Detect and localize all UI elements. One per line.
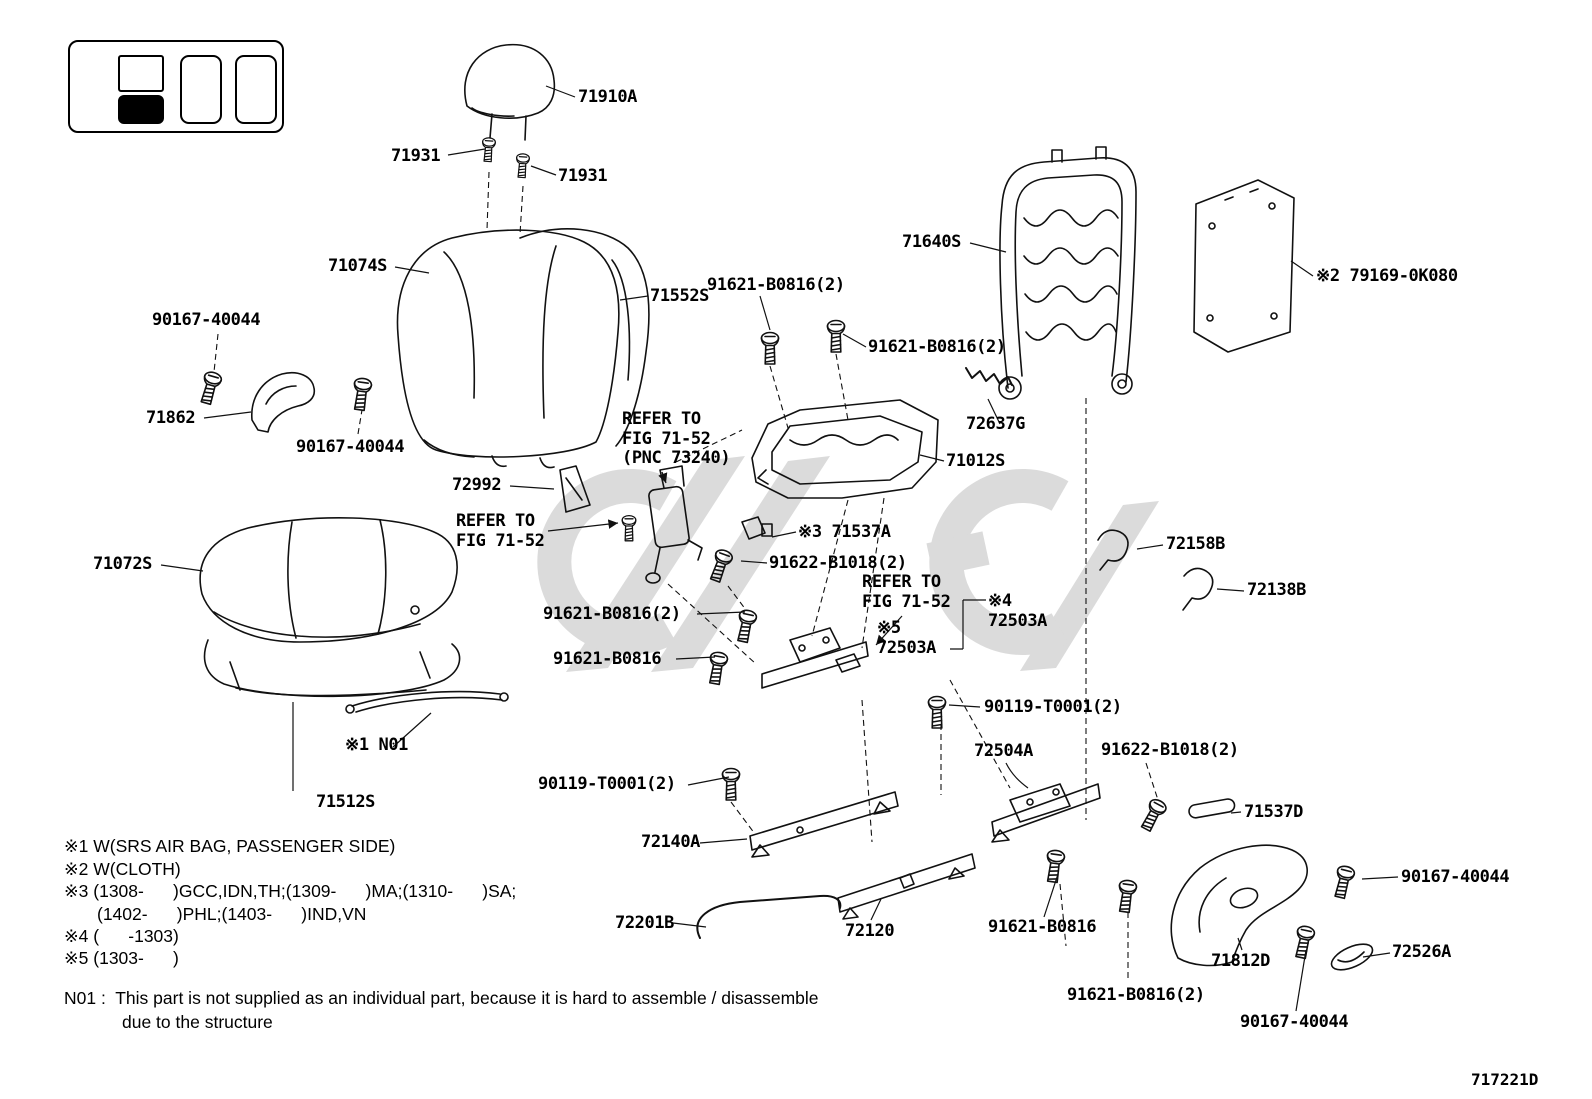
wedge-72992-drawing: [559, 465, 591, 513]
cushion-frame-pan-drawing: [751, 399, 939, 499]
dashed-assembly-lines: [213, 171, 1159, 982]
note-n01-line1: N01 : This part is not supplied as an in…: [64, 988, 819, 1008]
seat-position-legend: [68, 40, 284, 133]
rail-72504a-drawing: [991, 783, 1101, 843]
clip-72158b-drawing: [1097, 529, 1129, 571]
label-91621-b0816-6: 91621-B0816(2): [1067, 985, 1205, 1005]
cushion-drawing: [199, 517, 461, 698]
label-71512s: 71512S: [316, 792, 376, 812]
side-bracket-71862-drawing: [251, 372, 316, 433]
label-91621-b0816-4: 91621-B0816: [553, 649, 662, 669]
pin-71537d-drawing: [1188, 798, 1236, 819]
clip-72138b-drawing: [1182, 567, 1214, 611]
label-72503a-note4: ※4 72503A: [988, 591, 1048, 631]
label-71537d: 71537D: [1244, 802, 1304, 822]
spring-72637g-drawing: [965, 367, 1013, 386]
label-72992: 72992: [452, 475, 502, 495]
label-90167-40044-4: 90167-40044: [1240, 1012, 1349, 1032]
label-90167-40044-3: 90167-40044: [1401, 867, 1510, 887]
label-71012s: 71012S: [946, 451, 1006, 471]
cap-72526a-drawing: [1330, 943, 1374, 971]
label-90167-40044-1: 90167-40044: [152, 310, 261, 330]
seatback-frame-drawing: [998, 146, 1137, 400]
label-91622-b1018-2: 91622-B1018(2): [1101, 740, 1239, 760]
headrest-stay-drawings: [480, 136, 531, 179]
wire-harness-n01-drawing: [345, 690, 509, 714]
upper-rail-72503a-drawing: [761, 627, 869, 689]
label-72138b: 72138B: [1247, 580, 1307, 600]
label-91621-b0816-1: 91621-B0816(2): [707, 275, 845, 295]
belt-buckle-drawing: [645, 465, 703, 584]
footnote-2: ※2 W(CLOTH): [64, 859, 181, 879]
wire-72201b-drawing: [696, 894, 842, 939]
label-72201b: 72201B: [615, 913, 675, 933]
label-79169-0k080: ※2 79169-0K080: [1316, 266, 1458, 286]
label-72140a: 72140A: [641, 832, 701, 852]
footnote-4: ※4 ( -1303): [64, 926, 179, 946]
label-91621-b0816-3: 91621-B0816(2): [543, 604, 681, 624]
lower-rail-72140a-drawing: [749, 791, 899, 858]
label-71931-2: 71931: [558, 166, 608, 186]
footnote-5: ※5 (1303- ): [64, 948, 179, 968]
note-n01-line2: due to the structure: [122, 1012, 273, 1032]
label-90167-40044-2: 90167-40044: [296, 437, 405, 457]
label-91621-b0816-2: 91621-B0816(2): [868, 337, 1006, 357]
label-91622-b1018-1: 91622-B1018(2): [769, 553, 907, 573]
label-72120: 72120: [845, 921, 895, 941]
label-71931-1: 71931: [391, 146, 441, 166]
label-90119-t0001-2: 90119-T0001(2): [538, 774, 676, 794]
label-71552s: 71552S: [650, 286, 710, 306]
label-71862: 71862: [146, 408, 196, 428]
label-72503a-note5: ※5 72503A: [877, 618, 937, 658]
footnote-3-continued: (1402- )PHL;(1403- )IND,VN: [97, 904, 367, 924]
label-71910a: 71910A: [578, 87, 638, 107]
fastener-screws: [196, 319, 1357, 960]
seatback-cover-drawing: [396, 228, 650, 469]
label-72504a: 72504A: [974, 741, 1034, 761]
label-71072s: 71072S: [93, 554, 153, 574]
label-90119-t0001-1: 90119-T0001(2): [984, 697, 1122, 717]
legend-selected-seat-cell: [118, 95, 164, 124]
label-71074s: 71074S: [328, 256, 388, 276]
footnote-1: ※1 W(SRS AIR BAG, PASSENGER SIDE): [64, 836, 396, 856]
label-refer-fig-7152-pnc73240: REFER TO FIG 71-52 (PNC 73240): [622, 409, 731, 469]
headrest-drawing: [464, 43, 556, 141]
legend-rear-seat-cell: [235, 55, 277, 124]
label-71537a: ※3 71537A: [798, 522, 891, 542]
label-72637g: 72637G: [966, 414, 1026, 434]
back-board-drawing: [1193, 179, 1295, 353]
label-refer-fig-7152-1: REFER TO FIG 71-52: [456, 511, 545, 551]
leader-lines: [160, 85, 1399, 1012]
label-71640s: 71640S: [902, 232, 962, 252]
shield-71812d-drawing: [1170, 844, 1308, 967]
label-72158b: 72158B: [1166, 534, 1226, 554]
label-refer-fig-7152-2: REFER TO FIG 71-52: [862, 572, 951, 612]
label-n01: ※1 N01: [345, 735, 409, 755]
belt-part-71537a-drawing: [741, 516, 773, 540]
label-71812d: 71812D: [1211, 951, 1271, 971]
legend-seat-cell: [118, 55, 164, 92]
label-91621-b0816-5: 91621-B0816: [988, 917, 1097, 937]
label-72526a: 72526A: [1392, 942, 1452, 962]
rail-72120-drawing: [837, 853, 976, 920]
legend-rear-seat-cell: [180, 55, 222, 124]
figure-code: 717221D: [1471, 1070, 1539, 1089]
watermark: [537, 456, 1159, 672]
footnote-3: ※3 (1308- )GCC,IDN,TH;(1309- )MA;(1310- …: [64, 881, 517, 901]
